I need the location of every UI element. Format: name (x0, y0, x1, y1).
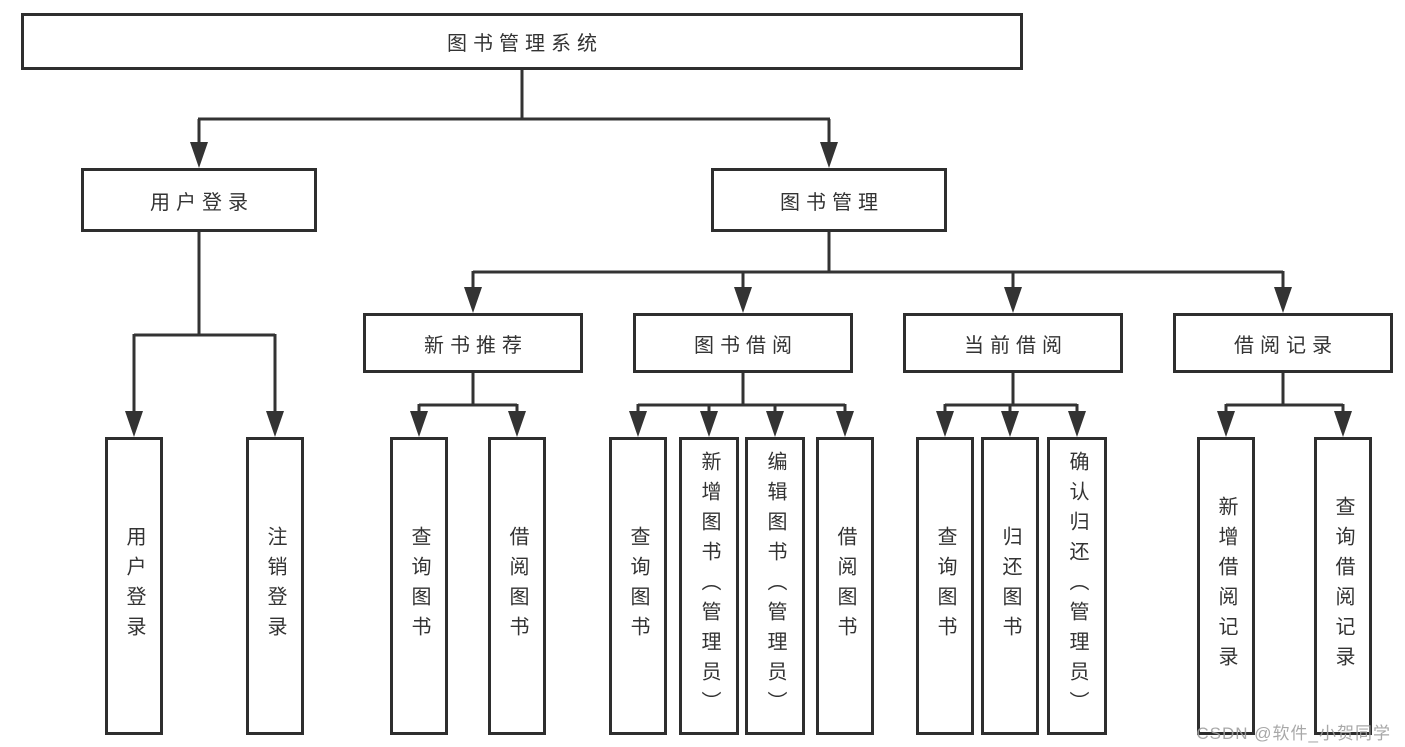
node-borrowing-records-label: 借阅记录 (1234, 334, 1338, 357)
leaf-confirm-return-admin: 确认归还（管理员） (1047, 437, 1107, 735)
leaf-current-query-books: 查询图书 (916, 437, 974, 735)
leaf-add-books-admin-label: 新增图书（管理员） (698, 451, 720, 721)
node-book-management: 图书管理 (711, 168, 947, 232)
leaf-logout: 注销登录 (246, 437, 304, 735)
leaf-borrow-borrow-books-label: 借阅图书 (834, 526, 856, 646)
node-book-borrowing-label: 图书借阅 (694, 334, 798, 357)
leaf-confirm-return-admin-label: 确认归还（管理员） (1066, 451, 1088, 721)
leaf-borrow-query-books: 查询图书 (609, 437, 667, 735)
leaf-return-books-label: 归还图书 (999, 526, 1021, 646)
leaf-newbooks-borrow-books-label: 借阅图书 (506, 526, 528, 646)
leaf-query-borrow-record-label: 查询借阅记录 (1332, 496, 1354, 676)
leaf-add-borrow-record-label: 新增借阅记录 (1215, 496, 1237, 676)
leaf-return-books: 归还图书 (981, 437, 1039, 735)
node-current-borrowing-label: 当前借阅 (964, 334, 1068, 357)
connector-line (132, 70, 1345, 414)
node-borrowing-records: 借阅记录 (1173, 313, 1393, 373)
node-book-borrowing: 图书借阅 (633, 313, 853, 373)
node-book-management-label: 图书管理 (780, 191, 884, 214)
leaf-edit-books-admin-label: 编辑图书（管理员） (764, 451, 786, 721)
node-new-book-recommend: 新书推荐 (363, 313, 583, 373)
node-current-borrowing: 当前借阅 (903, 313, 1123, 373)
leaf-logout-label: 注销登录 (264, 526, 286, 646)
csdn-watermark: CSDN @软件_小贺同学 (1196, 724, 1391, 743)
leaf-edit-books-admin: 编辑图书（管理员） (745, 437, 805, 735)
leaf-add-borrow-record: 新增借阅记录 (1197, 437, 1255, 735)
node-root: 图书管理系统 (21, 13, 1023, 70)
leaf-newbooks-borrow-books: 借阅图书 (488, 437, 546, 735)
node-user-login-label: 用户登录 (150, 191, 254, 214)
leaf-borrow-borrow-books: 借阅图书 (816, 437, 874, 735)
leaf-newbooks-query-books-label: 查询图书 (408, 526, 430, 646)
leaf-query-borrow-record: 查询借阅记录 (1314, 437, 1372, 735)
arrowhead-icon (125, 142, 1352, 437)
leaf-user-login: 用户登录 (105, 437, 163, 735)
leaf-user-login-label: 用户登录 (123, 526, 145, 646)
leaf-add-books-admin: 新增图书（管理员） (679, 437, 739, 735)
node-user-login: 用户登录 (81, 168, 317, 232)
leaf-newbooks-query-books: 查询图书 (390, 437, 448, 735)
node-new-book-recommend-label: 新书推荐 (424, 334, 528, 357)
leaf-borrow-query-books-label: 查询图书 (627, 526, 649, 646)
node-root-label: 图书管理系统 (447, 33, 603, 55)
leaf-current-query-books-label: 查询图书 (934, 526, 956, 646)
